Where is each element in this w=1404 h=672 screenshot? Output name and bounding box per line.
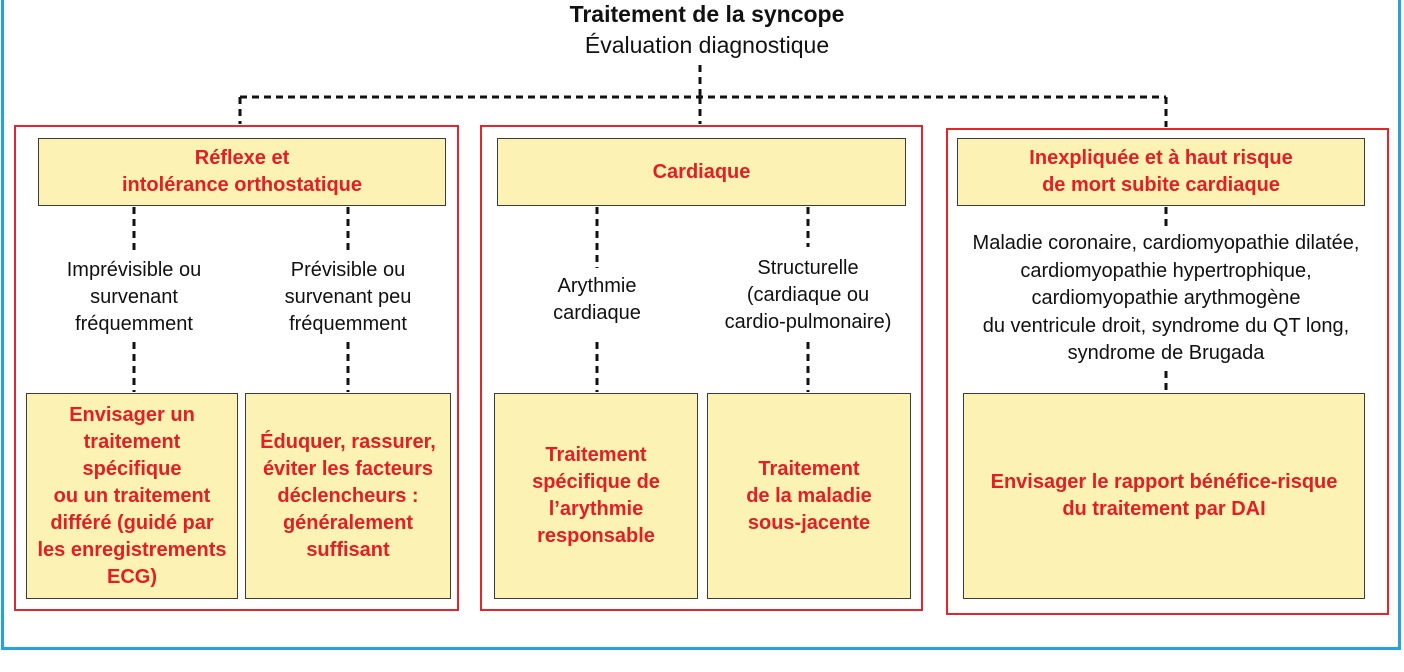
condition-structural: Structurelle (cardiaque ou cardio-pulmon… xyxy=(724,257,892,333)
header-label-reflex-orthostatic: Réflexe et intolérance orthostatique xyxy=(121,147,363,196)
action-box-underlying-disease: Traitement de la maladie sous-jacente xyxy=(707,393,911,599)
action-label-icd-benefit-risk: Envisager le rapport bénéfice-risque du … xyxy=(990,471,1338,520)
group-unexplained-high-risk: Inexpliquée et à haut risque de mort sub… xyxy=(946,128,1389,615)
action-box-educate-reassure: Éduquer, rassurer, éviter les facteurs d… xyxy=(245,393,451,599)
diagram-frame xyxy=(1,0,1401,650)
action-label-underlying-disease: Traitement de la maladie sous-jacente xyxy=(746,457,872,534)
action-label-specific-treatment: Envisager un traitement spécifique ou un… xyxy=(37,403,227,588)
header-box-cardiac: Cardiaque xyxy=(497,138,906,206)
header-box-reflex-orthostatic: Réflexe et intolérance orthostatique xyxy=(38,138,446,206)
action-label-educate-reassure: Éduquer, rassurer, éviter les facteurs d… xyxy=(260,430,436,561)
action-box-specific-treatment: Envisager un traitement spécifique ou un… xyxy=(26,393,238,599)
condition-predictable-infrequent: Prévisible ou survenant peu fréquemment xyxy=(284,259,412,335)
header-label-unexplained-high-risk: Inexpliquée et à haut risque de mort sub… xyxy=(1029,147,1293,196)
action-box-icd-benefit-risk: Envisager le rapport bénéfice-risque du … xyxy=(963,393,1365,599)
diagram-title: Traitement de la syncope xyxy=(569,1,845,27)
header-label-cardiac: Cardiaque xyxy=(652,160,751,183)
action-box-arrhythmia-treatment: Traitement spécifique de l’arythmie resp… xyxy=(494,393,698,599)
condition-cardiac-diseases-list: Maladie coronaire, cardiomyopathie dilat… xyxy=(972,232,1360,364)
condition-arrhythmia: Arythmie cardiaque xyxy=(553,275,641,324)
group-cardiac: Cardiaque Arythmie cardiaque Structurell… xyxy=(480,125,923,611)
diagram-subtitle: Évaluation diagnostique xyxy=(584,32,830,58)
header-box-unexplained-high-risk: Inexpliquée et à haut risque de mort sub… xyxy=(957,138,1365,206)
group-reflex-orthostatic: Réflexe et intolérance orthostatique Imp… xyxy=(14,125,459,611)
action-label-arrhythmia-treatment: Traitement spécifique de l’arythmie resp… xyxy=(532,444,660,547)
condition-unpredictable-frequent: Imprévisible ou survenant fréquemment xyxy=(66,259,202,335)
